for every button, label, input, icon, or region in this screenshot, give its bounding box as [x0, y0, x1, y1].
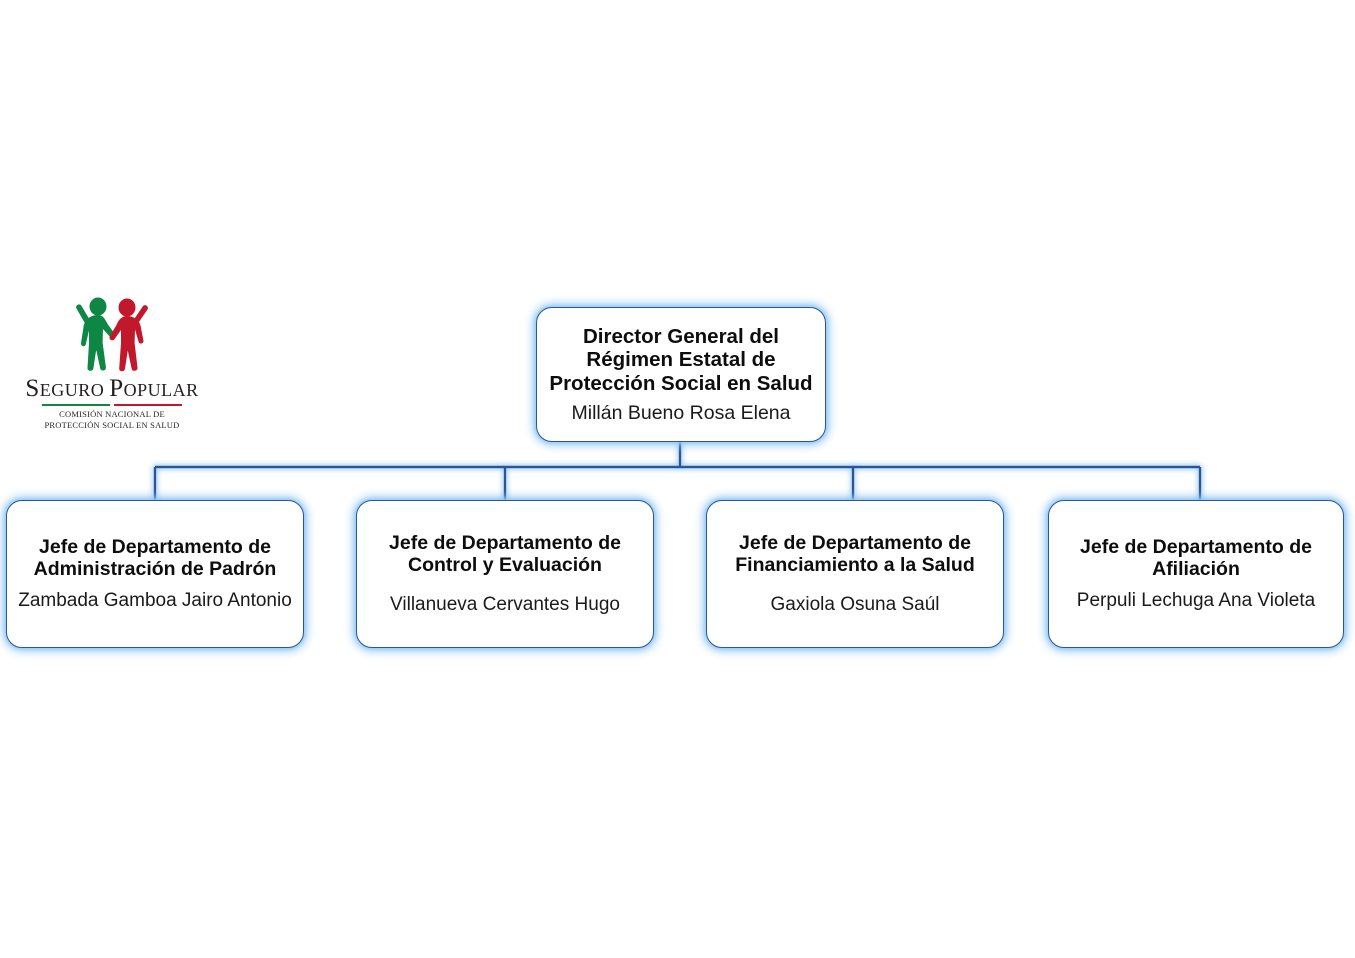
- org-node-person: Gaxiola Osuna Saúl: [770, 594, 940, 616]
- org-node-title-line-2: Régimen Estatal de: [586, 348, 776, 372]
- logo-subtitle-line-1: COMISIÓN NACIONAL DE: [59, 409, 165, 419]
- org-node-title-line-1: Director General del: [583, 324, 779, 348]
- logo-divider-rules: [42, 404, 182, 406]
- org-node-title: Jefe de Departamento de Afiliación: [1080, 535, 1312, 581]
- org-node-director-general[interactable]: Director General del Régimen Estatal de …: [536, 307, 826, 442]
- logo-wordmark-part-1: EGURO: [39, 380, 110, 400]
- org-node-title: Director General del Régimen Estatal de …: [549, 325, 812, 395]
- org-node-person: Zambada Gamboa Jairo Antonio: [18, 590, 292, 612]
- logo-subtitle: COMISIÓN NACIONAL DE PROTECCIÓN SOCIAL E…: [14, 409, 210, 430]
- org-node-title: Jefe de Departamento de Control y Evalua…: [389, 531, 621, 577]
- logo-subtitle-line-2: PROTECCIÓN SOCIAL EN SALUD: [44, 419, 180, 430]
- logo-rule-red: [114, 404, 182, 406]
- org-node-title: Jefe de Departamento de Financiamiento a…: [735, 531, 975, 577]
- org-node-title: Jefe de Departamento de Administración d…: [33, 535, 277, 581]
- org-node-afiliacion[interactable]: Jefe de Departamento de Afiliación Perpu…: [1048, 500, 1344, 648]
- logo-wordmark-part-2: OPULAR: [123, 380, 199, 400]
- org-node-person: Perpuli Lechuga Ana Violeta: [1076, 590, 1316, 612]
- org-node-financiamiento-a-la-salud[interactable]: Jefe de Departamento de Financiamiento a…: [706, 500, 1004, 648]
- logo-rule-green: [42, 404, 110, 406]
- org-node-person: Millán Bueno Rosa Elena: [571, 401, 791, 424]
- org-node-title-line-3: Protección Social en Salud: [549, 371, 813, 395]
- org-node-administracion-de-padron[interactable]: Jefe de Departamento de Administración d…: [6, 500, 304, 648]
- logo-wordmark: SEGURO POPULAR: [25, 375, 199, 402]
- seguro-popular-logo: SEGURO POPULAR COMISIÓN NACIONAL DE PROT…: [14, 296, 210, 442]
- logo-figures-icon: [14, 296, 210, 374]
- org-node-control-y-evaluacion[interactable]: Jefe de Departamento de Control y Evalua…: [356, 500, 654, 648]
- org-node-person: Villanueva Cervantes Hugo: [390, 594, 620, 616]
